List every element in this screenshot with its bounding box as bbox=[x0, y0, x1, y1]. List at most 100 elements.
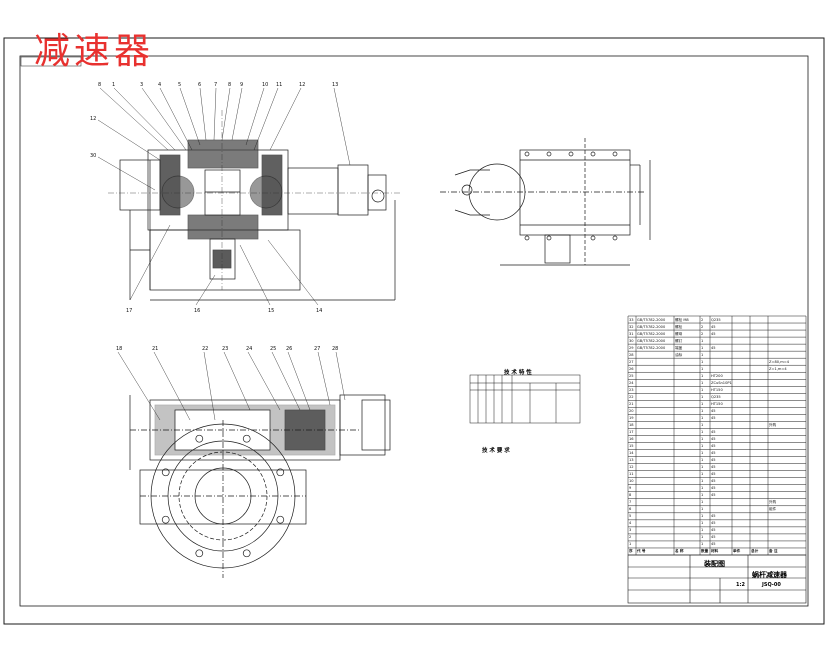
bolt-hole bbox=[276, 468, 285, 477]
bom-header-cell: 序 bbox=[629, 549, 633, 554]
title-block-scale: 1:2 bbox=[736, 582, 745, 588]
bom-cell: HT150 bbox=[711, 387, 723, 392]
bom-cell: 19 bbox=[629, 415, 634, 420]
bom-header-cell: 数量 bbox=[701, 549, 709, 554]
bolt-hole bbox=[242, 549, 251, 558]
bom-cell: 1 bbox=[701, 479, 704, 484]
bom-cell: 1 bbox=[701, 507, 704, 512]
bolt-hole bbox=[161, 468, 170, 477]
bom-cell: 螺栓 bbox=[675, 324, 683, 329]
bom-cell: 18 bbox=[629, 422, 634, 427]
bom-cell: 45 bbox=[711, 486, 716, 491]
bom-cell: 21 bbox=[629, 401, 634, 406]
bom-cell: 1 bbox=[701, 535, 704, 540]
bom-cell: 45 bbox=[711, 444, 716, 449]
bom-cell: 1 bbox=[701, 514, 704, 519]
title-block-left-label: 装配图 bbox=[704, 560, 725, 568]
bom-cell: 1 bbox=[701, 387, 704, 392]
bolt-hole bbox=[161, 515, 170, 524]
bom-cell: 45 bbox=[711, 345, 716, 350]
leader-lines bbox=[97, 87, 351, 421]
bom-cell: 1 bbox=[701, 472, 704, 477]
callout-label: 12 bbox=[299, 82, 305, 88]
bom-cell: 外购 bbox=[769, 422, 777, 427]
bom-cell: 22 bbox=[629, 394, 634, 399]
callout-label: 27 bbox=[314, 346, 320, 352]
bom-cell: 1 bbox=[701, 528, 704, 533]
bom-cell: 1 bbox=[701, 493, 704, 498]
title-block-grid bbox=[627, 554, 807, 604]
bom-cell: 1 bbox=[701, 401, 704, 406]
bom-header-cell: 总计 bbox=[751, 549, 759, 554]
bom-cell: 1 bbox=[701, 486, 704, 491]
callout-label: 26 bbox=[286, 346, 292, 352]
bom-cell: ZCuSn10P1 bbox=[711, 380, 732, 385]
callout-label: 14 bbox=[316, 308, 322, 314]
callout-label: 4 bbox=[158, 82, 161, 88]
bolt-hole bbox=[195, 434, 204, 443]
bom-cell: Z=1,m=4 bbox=[769, 366, 787, 371]
bolt-hole bbox=[276, 515, 285, 524]
bom-cell: 45 bbox=[711, 514, 716, 519]
bom-header-cell: 备 注 bbox=[769, 549, 778, 554]
bom-cell: 45 bbox=[711, 437, 716, 441]
callout-label: 13 bbox=[332, 82, 338, 88]
callout-label: 16 bbox=[194, 308, 200, 314]
bom-cell: 外购 bbox=[769, 500, 777, 505]
bom-cell: 45 bbox=[711, 521, 716, 526]
flange-bolt-holes bbox=[161, 434, 285, 558]
bom-cell: 45 bbox=[711, 493, 716, 498]
top-side-view bbox=[440, 138, 651, 266]
bom-cell: 9 bbox=[629, 486, 632, 491]
bom-cell: 1 bbox=[701, 429, 704, 434]
bom-cell: Q235 bbox=[711, 394, 721, 399]
inner-frame bbox=[19, 55, 809, 607]
bom-cell: 5 bbox=[629, 514, 632, 519]
bom-cell: 1 bbox=[701, 458, 704, 463]
tech-spec-table bbox=[469, 374, 581, 424]
bom-cell: 26 bbox=[629, 366, 634, 371]
bom-cell: 14 bbox=[629, 451, 634, 456]
bom-cell: 1 bbox=[701, 394, 704, 399]
outer-frame bbox=[3, 37, 825, 625]
bolt-hole bbox=[195, 549, 204, 558]
bom-cell: 3 bbox=[629, 528, 632, 533]
bom-cell: 1 bbox=[701, 352, 704, 357]
callout-label: 8 bbox=[228, 82, 231, 88]
callout-label: 22 bbox=[202, 346, 208, 352]
bom-cell: 11 bbox=[629, 472, 634, 477]
table-title: 技 术 特 性 bbox=[504, 370, 532, 376]
bom-cell: 33 bbox=[629, 317, 634, 322]
bom-cell: 1 bbox=[701, 373, 704, 378]
title-block-main-label: 蜗杆减速器 bbox=[752, 571, 787, 579]
bom-cell: 2 bbox=[701, 317, 704, 322]
bom-cell: 2 bbox=[701, 324, 704, 329]
bom-cell: 1 bbox=[701, 359, 704, 364]
bom-cell: GB/T5782-2000 bbox=[637, 345, 666, 350]
bom-cell: 8 bbox=[629, 493, 632, 498]
drawing-title-stamp: 减速器 bbox=[34, 31, 155, 72]
bom-header-cell: 材料 bbox=[711, 549, 719, 554]
bom-cell: HT150 bbox=[711, 401, 723, 406]
bom-header-cell: 代 号 bbox=[637, 549, 646, 554]
bom-cell: 1 bbox=[701, 521, 704, 526]
bom-cell: GB/T5782-2000 bbox=[637, 331, 666, 336]
callout-label: 7 bbox=[214, 82, 217, 88]
bom-cell: 螺母 bbox=[675, 331, 683, 336]
bom-cell: 1 bbox=[629, 542, 632, 547]
callout-label: 11 bbox=[276, 82, 282, 88]
bom-cell: 23 bbox=[629, 387, 634, 392]
callout-label: 25 bbox=[270, 346, 276, 352]
bom-header-cell: 单件 bbox=[733, 549, 741, 554]
bom-cell: 12 bbox=[629, 465, 634, 470]
bom-cell: 1 bbox=[701, 338, 704, 343]
bom-cell: 2 bbox=[629, 535, 632, 540]
bom-cell: 45 bbox=[711, 472, 716, 477]
bom-cell: 1 bbox=[701, 422, 704, 427]
bom-cell: 45 bbox=[711, 331, 716, 336]
bom-cell: 1 bbox=[701, 408, 704, 413]
bom-cell: 45 bbox=[711, 429, 716, 434]
bom-cell: 2 bbox=[701, 331, 704, 336]
bom-cell: 1 bbox=[701, 500, 704, 505]
